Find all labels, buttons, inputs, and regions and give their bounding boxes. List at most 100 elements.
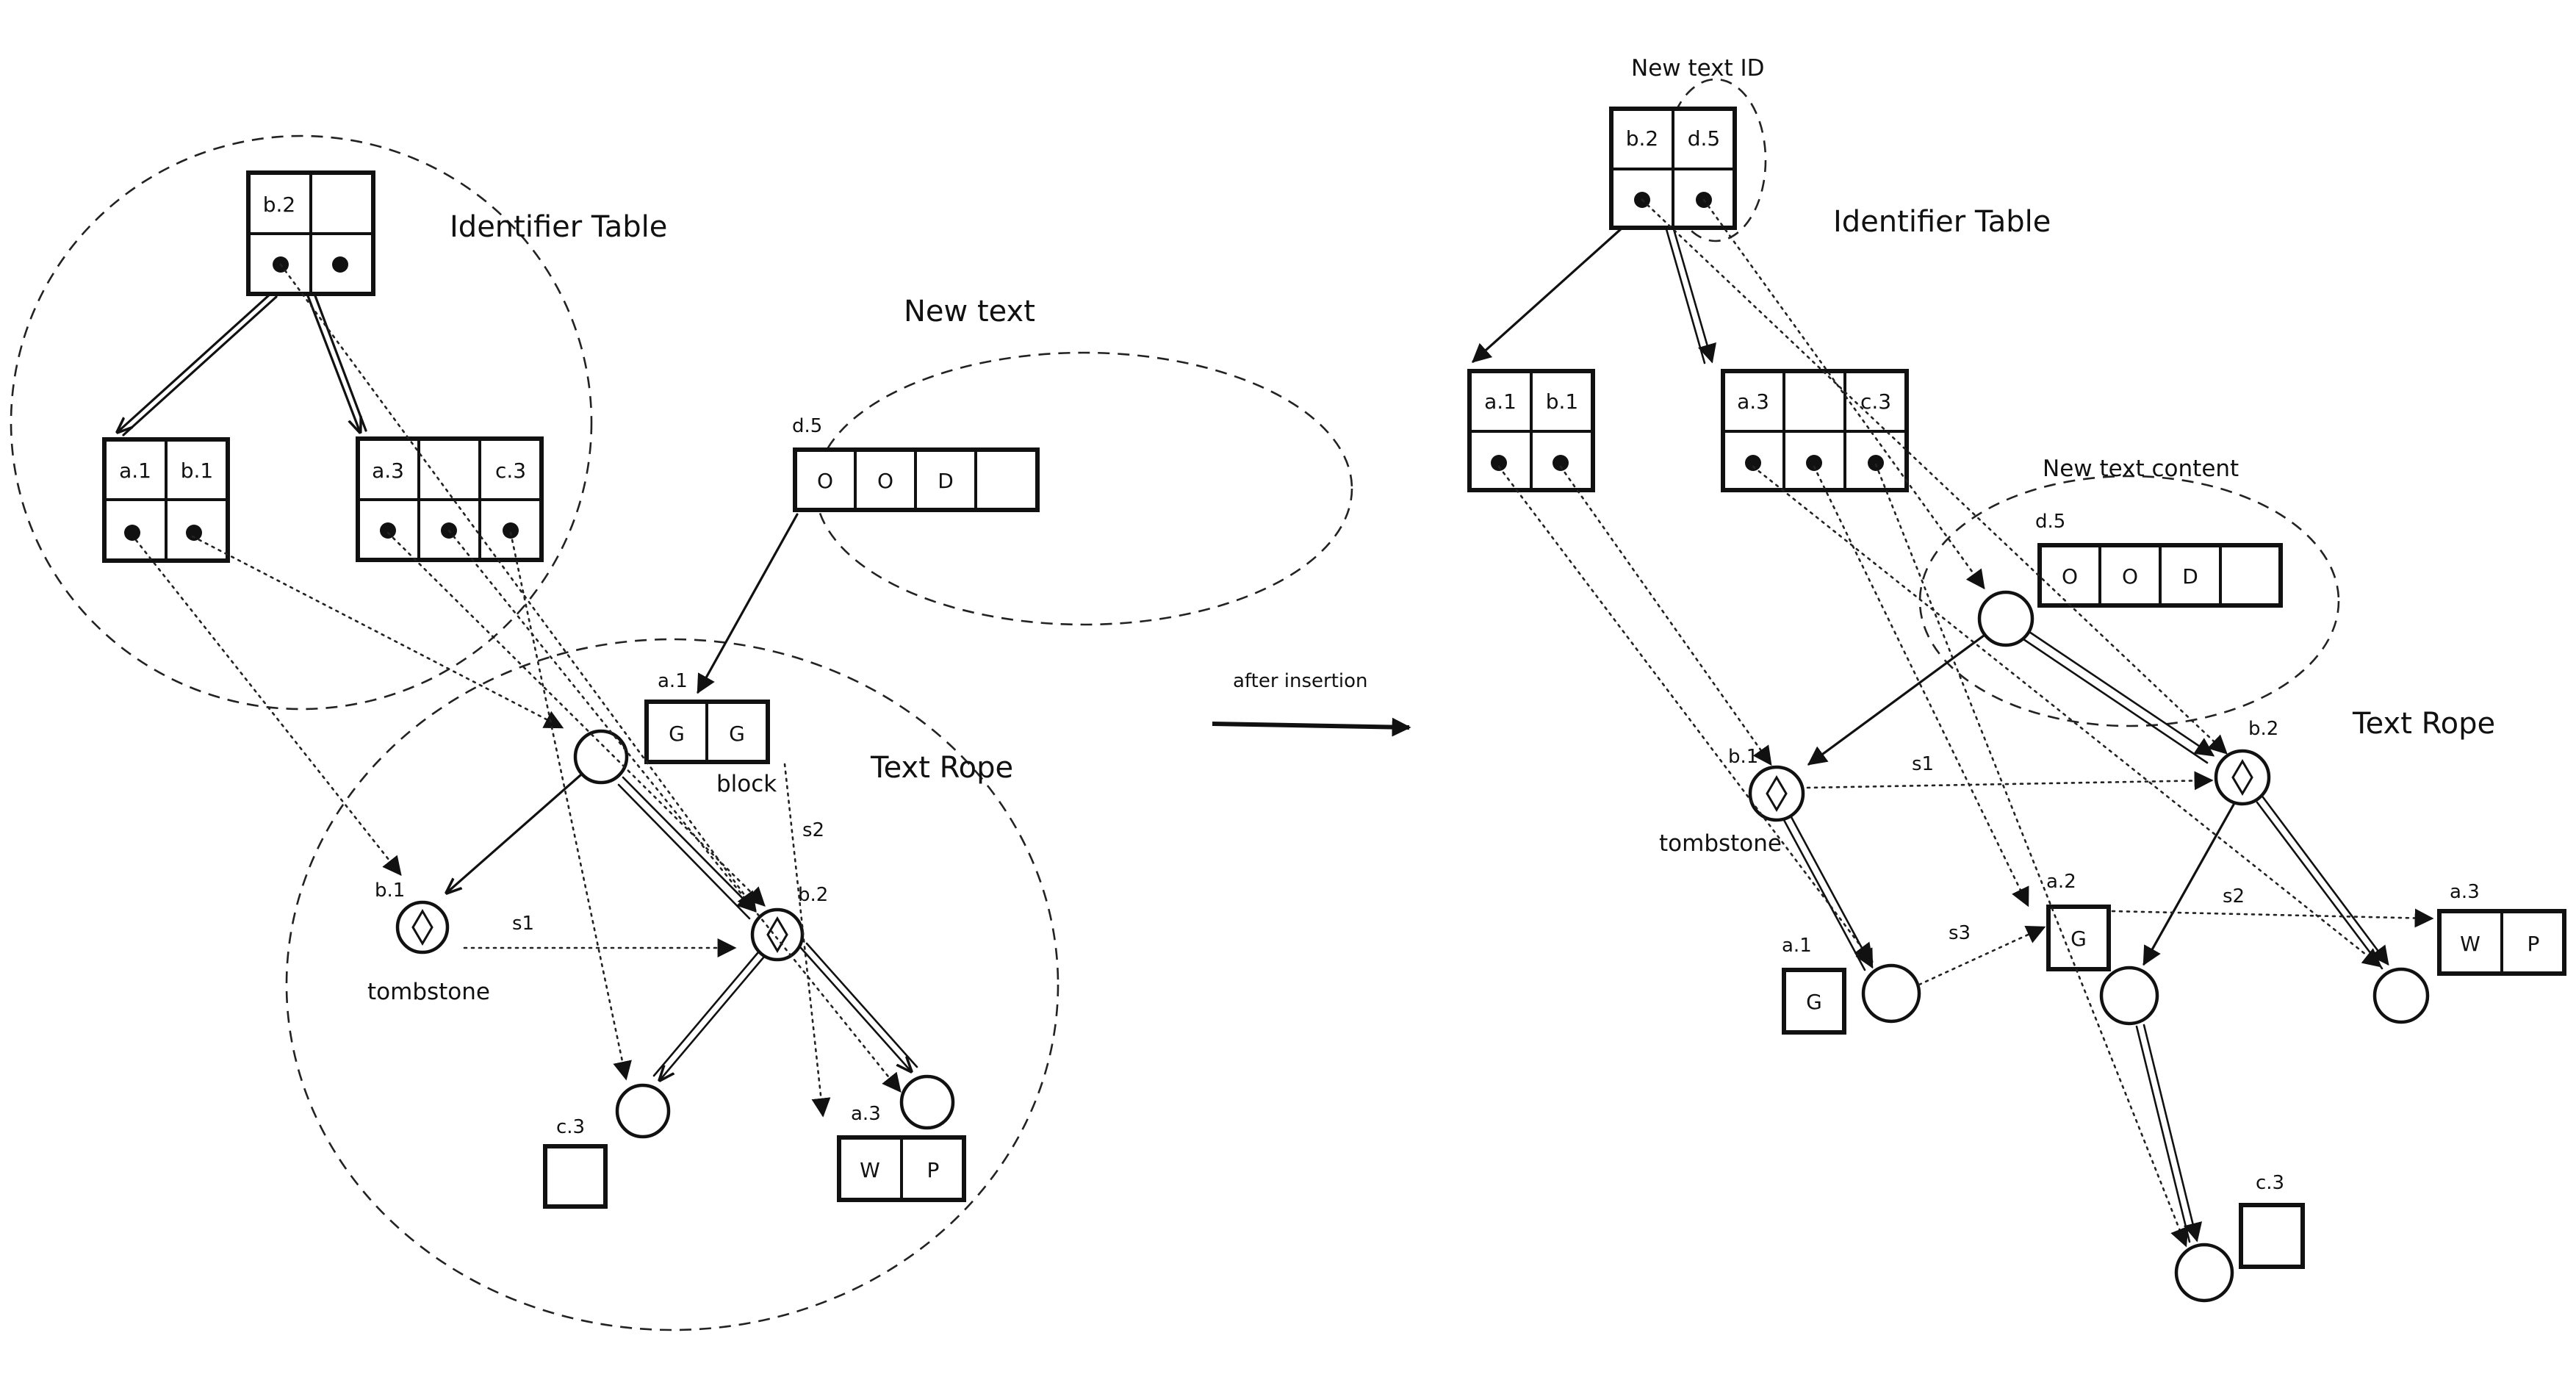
- identifier-leaf-right: a.3 c.3: [356, 436, 544, 562]
- after-rope-node-c3: [2174, 1243, 2234, 1303]
- after-rope-block-a1: G: [1782, 968, 1846, 1035]
- edge-b2-to-a3: [799, 946, 911, 1071]
- after-new-text-id: d.5: [2035, 511, 2065, 533]
- after-a2-char-0: G: [2070, 927, 2087, 951]
- after-pointer-c3-to-c3: [1874, 463, 2189, 1248]
- pointer-right-to-c3: [509, 531, 632, 1081]
- after-rope-b1-id: b.1: [1728, 746, 1758, 768]
- after-a3-char-1: P: [2528, 932, 2540, 956]
- text-rope-label: Text Rope: [870, 751, 1013, 785]
- new-text-char-0: O: [817, 469, 833, 493]
- after-root-id-0: b.2: [1626, 126, 1659, 151]
- after-new-text-char-2: D: [2182, 564, 2198, 589]
- after-pointer-mid-to-a2: [1813, 465, 2029, 907]
- after-right-id-2: c.3: [1860, 389, 1891, 414]
- edge-root-to-b2: [617, 783, 751, 920]
- a3-char-1: P: [927, 1158, 940, 1182]
- s2-label: s2: [802, 819, 824, 841]
- pointer-root-to-b2: [279, 263, 757, 912]
- s1-label: s1: [512, 913, 534, 935]
- after-rope-block-wp: W P: [2437, 909, 2566, 976]
- after-edge-b2-to-a3parent: [2262, 796, 2389, 966]
- rope-block-wp: W P: [837, 1135, 966, 1202]
- after-new-text-char-0: O: [2062, 564, 2078, 589]
- rope-node-c3-parent: [615, 1083, 671, 1139]
- after-s3-label: s3: [1949, 922, 1971, 944]
- after-a1-char-0: G: [1806, 990, 1822, 1014]
- edge-root-to-left: [118, 292, 272, 432]
- after-edge-root-to-b2: [2028, 630, 2215, 757]
- new-text-content-region: [1918, 475, 2340, 727]
- new-text-char-2: D: [938, 469, 954, 493]
- after-rope-a1-id: a.1: [1782, 935, 1812, 957]
- after-rope-node-a3-parent: [2372, 967, 2430, 1024]
- identifier-root-node: b.2: [246, 170, 375, 296]
- after-rope-block-c3: [2239, 1203, 2305, 1269]
- rope-c3-id: c.3: [556, 1116, 585, 1138]
- after-rope-a3-id: a.3: [2450, 881, 2480, 903]
- after-rope-block-a2: G: [2046, 905, 2111, 971]
- block-char-1: G: [729, 722, 745, 746]
- edge-newtext-to-block: [697, 513, 799, 694]
- after-left-id-0: a.1: [1484, 389, 1517, 414]
- new-text-block: O O D: [793, 447, 1040, 512]
- new-text-label: New text: [904, 295, 1035, 328]
- after-pointer-a3-to-a3: [1752, 465, 2383, 968]
- transition-label: after insertion: [1233, 670, 1368, 692]
- left-id-0: a.1: [119, 459, 151, 483]
- left-id-1: b.1: [181, 459, 214, 483]
- before-diagram: Identifier Table New text Text Rope b.2 …: [10, 134, 1353, 1331]
- after-a3-char-0: W: [2460, 932, 2480, 956]
- after-rope-node-b2: [2214, 749, 2271, 806]
- after-rope-node-a1-sib: [1861, 963, 1921, 1024]
- pointer-right-to-a3: [447, 529, 902, 1093]
- after-edge-b2-to-c3parent: [2143, 803, 2235, 966]
- new-text-id-label: New text ID: [1631, 55, 1765, 82]
- edge-root-to-b1: [447, 774, 582, 893]
- rope-block-id: a.1: [658, 670, 688, 692]
- pointer-left-to-b1: [134, 539, 402, 877]
- after-identifier-leaf-right: a.3 c.3: [1721, 369, 1909, 492]
- after-rope-node-b1: [1748, 765, 1805, 822]
- rope-node-b1: [395, 900, 450, 954]
- after-left-id-1: b.1: [1546, 389, 1579, 414]
- after-identifier-table-label: Identifier Table: [1833, 205, 2051, 239]
- after-edge-root-to-b1: [1807, 634, 1985, 766]
- after-rope-node-c3-parent: [2099, 966, 2159, 1026]
- identifier-leaf-left: a.1 b.1: [102, 437, 230, 563]
- after-edge-c3parent-to-c3: [2143, 1024, 2203, 1243]
- after-edge-root-to-left: [1472, 226, 1624, 363]
- pointer-right-to-b2: [386, 531, 766, 907]
- after-right-id-0: a.3: [1737, 389, 1769, 414]
- rope-b2-id: b.2: [798, 884, 828, 906]
- after-edge-root-to-right: [1672, 228, 1716, 364]
- pointer-left-to-root: [191, 535, 564, 729]
- rope-root-node: [573, 729, 629, 785]
- right-id-2: c.3: [495, 459, 526, 483]
- rope-a3-id: a.3: [851, 1103, 881, 1125]
- text-rope-region: [285, 638, 1059, 1331]
- after-pointer-s1: [1806, 771, 2214, 791]
- new-text-content-label: New text content: [2043, 456, 2239, 482]
- after-pointer-s2: [2111, 908, 2434, 928]
- after-root-id-1: d.5: [1688, 126, 1721, 151]
- after-pointer-s3: [1918, 925, 2046, 986]
- after-pointer-d5-to-root: [1702, 198, 1985, 590]
- after-pointer-a1-to-a1: [1497, 465, 1874, 963]
- edge-b2-to-c3: [660, 955, 766, 1080]
- after-pointer-b2-to-b2: [1641, 198, 2228, 755]
- root-id-0: b.2: [263, 193, 296, 217]
- after-identifier-root-node: b.2 d.5: [1609, 107, 1737, 230]
- rope-node-a3-parent: [899, 1074, 955, 1130]
- edge-root-to-right: [306, 292, 360, 432]
- after-new-text-char-1: O: [2122, 564, 2138, 589]
- after-s1-label: s1: [1912, 753, 1934, 775]
- rope-block-gg: G G: [644, 700, 770, 764]
- rope-b1-id: b.1: [375, 880, 405, 902]
- after-rope-root-node: [1977, 590, 2034, 647]
- new-text-id: d.5: [792, 415, 822, 437]
- after-pointer-b1-to-b1: [1559, 465, 1772, 766]
- after-new-text-block: O O D: [2037, 543, 2283, 608]
- after-diagram: New text ID Identifier Table New text co…: [1467, 55, 2566, 1303]
